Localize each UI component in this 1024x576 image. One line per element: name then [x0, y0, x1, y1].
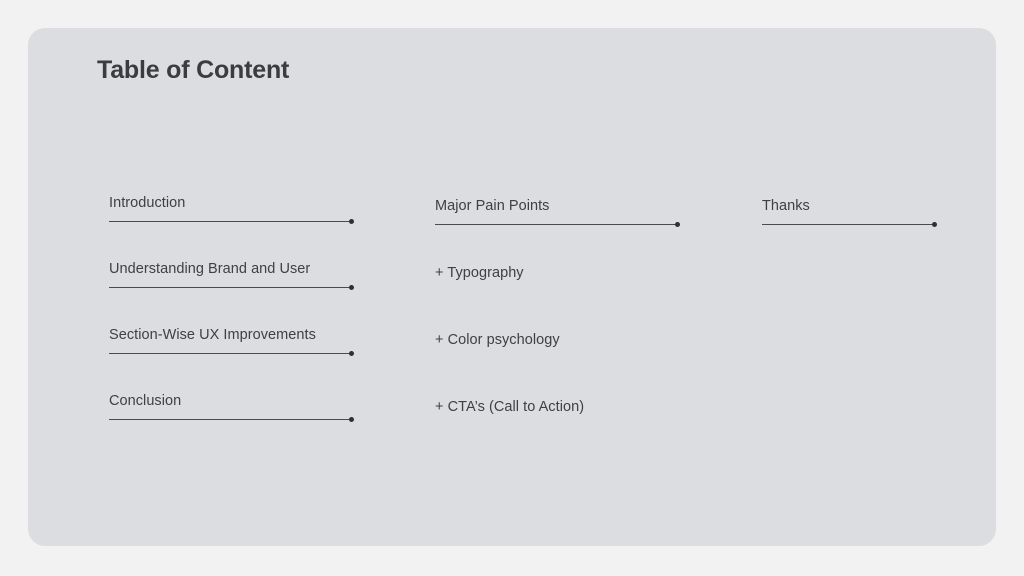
list-item[interactable]: Understanding Brand and User [109, 259, 354, 325]
toc-item-label: Section-Wise UX Improvements [109, 327, 316, 343]
toc-item-label: + Typography [435, 265, 524, 281]
toc-column-2: Major Pain Points + Typography + Color p… [435, 196, 680, 464]
toc-item-rule [109, 417, 354, 422]
list-item[interactable]: + Typography [435, 263, 680, 330]
rule-line [109, 221, 352, 222]
rule-end-dot [675, 222, 680, 227]
list-item[interactable]: Introduction [109, 193, 354, 259]
toc-item-rule [109, 351, 354, 356]
toc-item-label: Major Pain Points [435, 198, 550, 214]
toc-item-rule [435, 222, 680, 227]
toc-item-label: + Color psychology [435, 332, 560, 348]
list-item[interactable]: + Color psychology [435, 330, 680, 397]
list-item[interactable]: Section-Wise UX Improvements [109, 325, 354, 391]
rule-end-dot [349, 351, 354, 356]
toc-item-label: Conclusion [109, 393, 182, 409]
rule-end-dot [349, 417, 354, 422]
toc-item-rule [762, 222, 937, 227]
rule-end-dot [349, 219, 354, 224]
rule-end-dot [932, 222, 937, 227]
toc-item-label: Understanding Brand and User [109, 261, 311, 277]
toc-column-3: Thanks [762, 196, 937, 262]
toc-item-label: Thanks [762, 198, 810, 214]
toc-item-rule [109, 285, 354, 290]
page-title: Table of Content [97, 56, 290, 84]
rule-line [435, 224, 678, 225]
list-item[interactable]: Thanks [762, 196, 937, 262]
rule-line [762, 224, 935, 225]
list-item[interactable]: Major Pain Points [435, 196, 680, 263]
rule-line [109, 287, 352, 288]
toc-item-label: Introduction [109, 195, 186, 211]
toc-item-label: + CTA’s (Call to Action) [435, 399, 585, 415]
rule-line [109, 353, 352, 354]
list-item[interactable]: + CTA’s (Call to Action) [435, 397, 680, 464]
rule-end-dot [349, 285, 354, 290]
toc-column-1: Introduction Understanding Brand and Use… [109, 193, 354, 457]
toc-item-rule [109, 219, 354, 224]
rule-line [109, 419, 352, 420]
list-item[interactable]: Conclusion [109, 391, 354, 457]
